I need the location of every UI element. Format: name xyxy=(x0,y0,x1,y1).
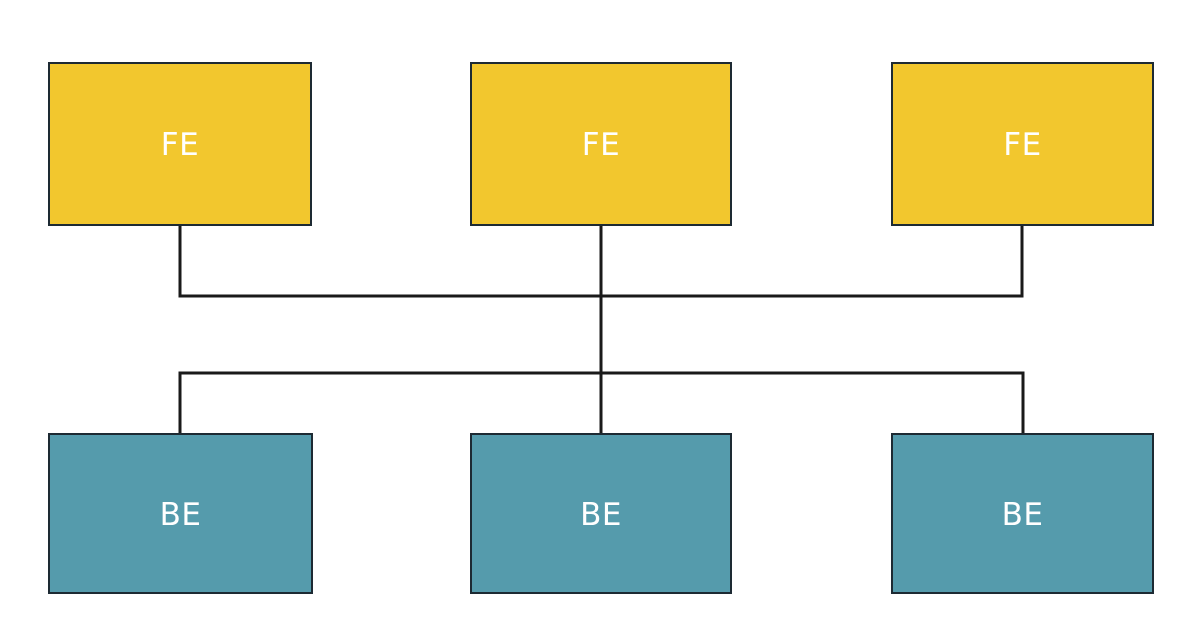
backend-node-1[interactable]: BE xyxy=(48,433,313,594)
node-label: BE xyxy=(580,497,622,533)
node-label: FE xyxy=(581,127,621,163)
backend-node-3[interactable]: BE xyxy=(891,433,1154,594)
node-label: FE xyxy=(160,127,200,163)
backend-node-2[interactable]: BE xyxy=(470,433,732,594)
node-label: FE xyxy=(1003,127,1042,163)
node-label: BE xyxy=(159,497,202,533)
frontend-node-1[interactable]: FE xyxy=(48,62,312,226)
node-label: BE xyxy=(1001,497,1044,533)
frontend-node-3[interactable]: FE xyxy=(891,62,1154,226)
frontend-node-2[interactable]: FE xyxy=(470,62,732,226)
